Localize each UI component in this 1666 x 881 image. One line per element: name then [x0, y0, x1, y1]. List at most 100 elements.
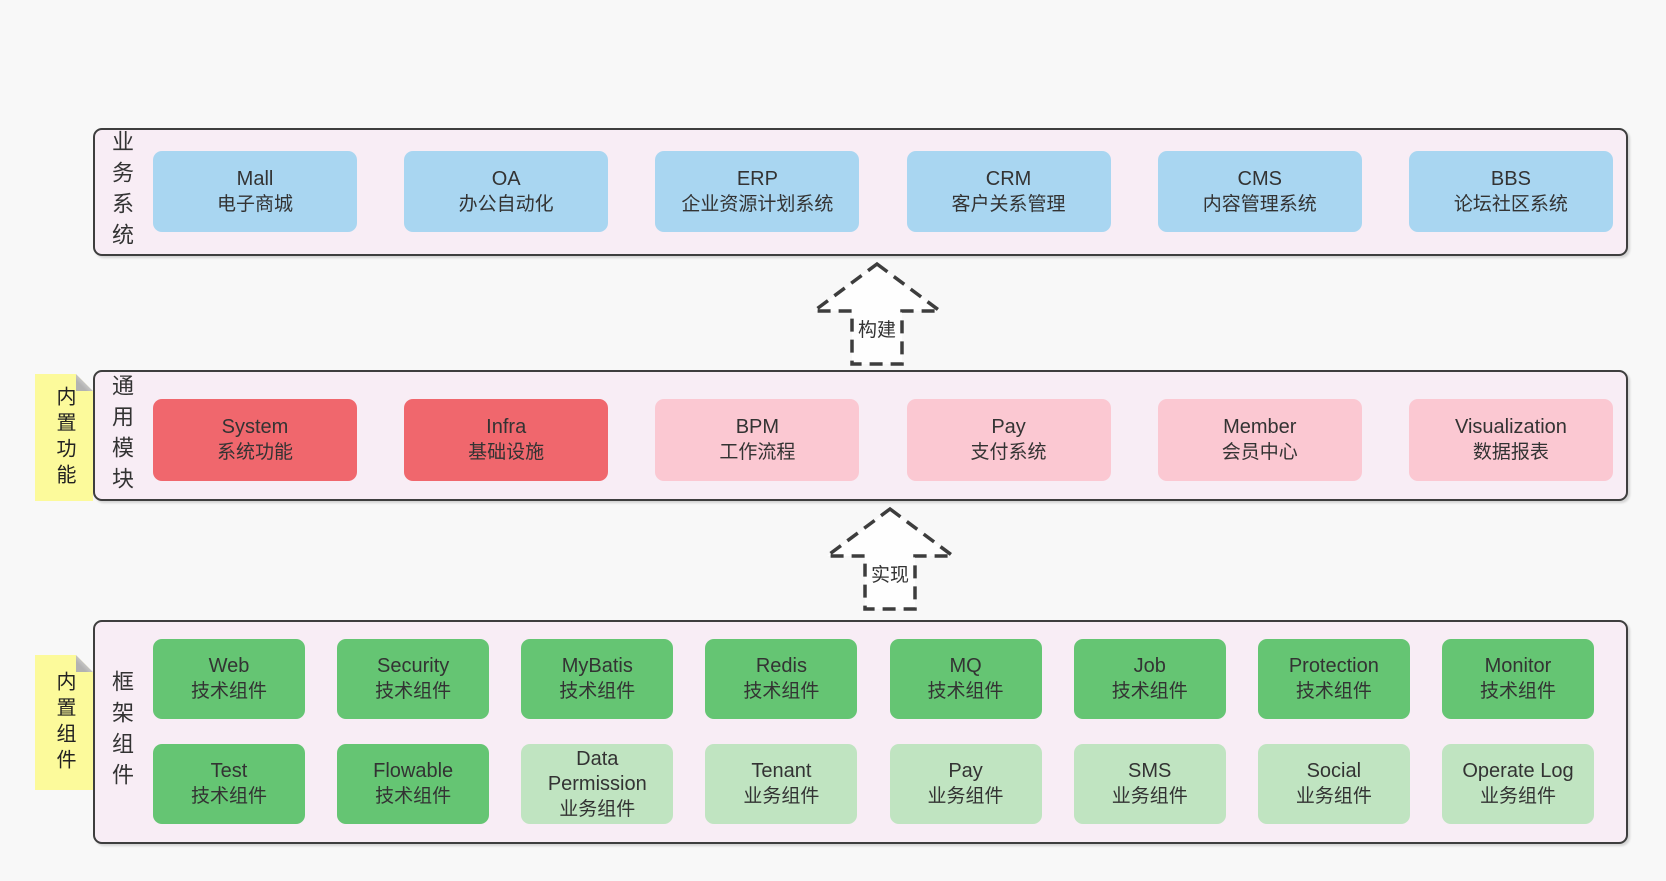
node-subtitle: 技术组件 [375, 786, 452, 807]
node-infra: Infra 基础设施 [404, 399, 609, 481]
node-title: Visualization [1454, 416, 1567, 438]
node-subtitle: 技术组件 [559, 681, 636, 702]
node-title: Web [208, 655, 250, 677]
node-subtitle: 业务组件 [1111, 786, 1188, 807]
node-title: Member [1223, 416, 1297, 438]
node-title: Redis [755, 655, 807, 677]
node-bpm: BPM 工作流程 [655, 399, 860, 481]
node-subtitle: 内容管理系统 [1202, 193, 1317, 215]
node-title: ERP [736, 167, 778, 190]
node-subtitle: 业务组件 [927, 786, 1004, 807]
node-visualization: Visualization 数据报表 [1408, 399, 1613, 481]
node-title: Monitor [1484, 655, 1552, 677]
node-subtitle: 支付系统 [970, 442, 1047, 463]
sticky-fold-corner-icon [76, 374, 93, 391]
node-subtitle: 客户关系管理 [951, 193, 1066, 215]
node-pay-system: Pay 支付系统 [906, 399, 1111, 481]
node-data-permission: Data Permission 业务组件 [521, 744, 674, 824]
node-subtitle: 企业资源计划系统 [681, 193, 834, 215]
node-title: CRM [985, 167, 1032, 190]
node-social: Social 业务组件 [1257, 744, 1410, 824]
arrow-implement-label: 实现 [870, 565, 910, 586]
node-subtitle: 基础设施 [468, 442, 545, 463]
node-title: Protection [1288, 655, 1379, 677]
node-mall: Mall 电子商城 [153, 151, 357, 232]
node-test: Test 技术组件 [153, 744, 305, 824]
node-protection: Protection 技术组件 [1257, 639, 1410, 719]
node-pay-component: Pay 业务组件 [889, 744, 1042, 824]
dashed-up-arrow-icon [811, 261, 943, 366]
node-subtitle: 业务组件 [743, 786, 820, 807]
arrow-implement: 实现 [824, 506, 956, 612]
node-subtitle: 技术组件 [375, 681, 452, 702]
node-web: Web 技术组件 [153, 639, 305, 719]
components-node-row-1: Web 技术组件 Security 技术组件 MyBatis 技术组件 Redi… [153, 639, 1594, 719]
node-title: BPM [735, 416, 780, 438]
node-operate-log: Operate Log 业务组件 [1441, 744, 1594, 824]
sticky-label: 内置功能 [53, 385, 75, 490]
node-mq: MQ 技术组件 [889, 639, 1042, 719]
node-title: Social [1306, 760, 1362, 782]
node-title: Infra [486, 416, 527, 438]
node-subtitle: 技术组件 [190, 681, 267, 702]
node-redis: Redis 技术组件 [705, 639, 858, 719]
node-erp: ERP 企业资源计划系统 [655, 151, 860, 232]
node-subtitle: 会员中心 [1221, 442, 1298, 463]
node-sms: SMS 业务组件 [1073, 744, 1226, 824]
node-title: System [221, 416, 289, 438]
node-subtitle: 数据报表 [1472, 442, 1549, 463]
dashed-up-arrow-icon [824, 506, 956, 611]
node-title: Test [210, 760, 248, 782]
node-title: OA [491, 167, 521, 190]
layer-common-modules: 通用模块 System 系统功能 Infra 基础设施 BPM 工作流程 Pay… [93, 370, 1628, 501]
modules-node-row: System 系统功能 Infra 基础设施 BPM 工作流程 Pay 支付系统… [153, 399, 1613, 481]
sticky-note-builtin-features: 内置功能 [35, 374, 93, 501]
node-title: CMS [1237, 167, 1282, 190]
node-title: Pay [948, 760, 983, 782]
node-title: Tenant [751, 760, 812, 782]
arrow-build-label: 构建 [857, 320, 897, 341]
node-mybatis: MyBatis 技术组件 [521, 639, 674, 719]
sticky-fold-corner-icon [76, 655, 93, 672]
node-crm: CRM 客户关系管理 [906, 151, 1111, 232]
arrow-build: 构建 [811, 261, 943, 367]
node-title: SMS [1128, 760, 1172, 782]
node-title: Security [377, 655, 450, 677]
node-subtitle: 技术组件 [1111, 681, 1188, 702]
node-title: BBS [1490, 167, 1531, 190]
layer-business-label: 业务系统 [109, 130, 134, 254]
node-title: Mall [236, 167, 274, 190]
node-subtitle: 电子商城 [216, 193, 293, 215]
node-subtitle: 业务组件 [1295, 786, 1372, 807]
node-title: Pay [991, 416, 1026, 438]
node-title: MyBatis [561, 655, 633, 677]
layer-components-label: 框架组件 [109, 670, 134, 794]
node-subtitle: 技术组件 [1479, 681, 1556, 702]
node-title: Operate Log [1462, 760, 1574, 782]
node-member: Member 会员中心 [1157, 399, 1362, 481]
node-flowable: Flowable 技术组件 [337, 744, 490, 824]
node-subtitle: 业务组件 [1479, 786, 1556, 807]
node-subtitle: 技术组件 [927, 681, 1004, 702]
node-subtitle: 技术组件 [190, 786, 267, 807]
layer-framework-components: 框架组件 Web 技术组件 Security 技术组件 MyBatis 技术组件… [93, 620, 1628, 844]
business-node-row: Mall 电子商城 OA 办公自动化 ERP 企业资源计划系统 CRM 客户关系… [153, 151, 1613, 232]
node-bbs: BBS 论坛社区系统 [1408, 151, 1613, 232]
sticky-label: 内置组件 [53, 670, 75, 775]
node-cms: CMS 内容管理系统 [1157, 151, 1362, 232]
node-subtitle: 技术组件 [1295, 681, 1372, 702]
components-node-row-2: Test 技术组件 Flowable 技术组件 Data Permission … [153, 744, 1594, 824]
sticky-note-builtin-components: 内置组件 [35, 655, 93, 790]
node-subtitle: 技术组件 [743, 681, 820, 702]
node-title: MQ [949, 655, 982, 677]
node-subtitle: 业务组件 [559, 798, 636, 820]
node-title: Data Permission [547, 747, 647, 795]
node-subtitle: 论坛社区系统 [1453, 193, 1568, 215]
node-oa: OA 办公自动化 [404, 151, 609, 232]
node-title: Flowable [373, 760, 454, 782]
node-subtitle: 系统功能 [216, 442, 293, 463]
node-subtitle: 工作流程 [719, 442, 796, 463]
node-job: Job 技术组件 [1073, 639, 1226, 719]
node-security: Security 技术组件 [337, 639, 490, 719]
